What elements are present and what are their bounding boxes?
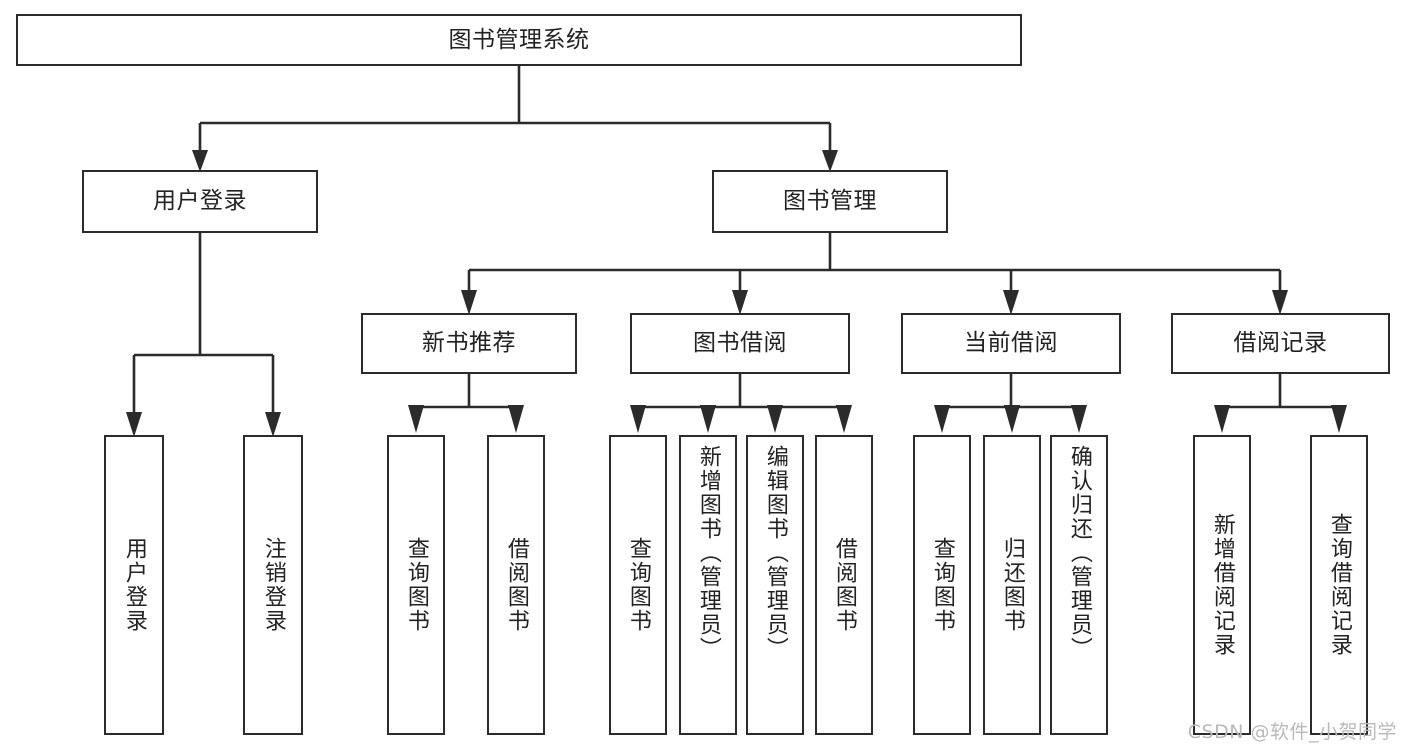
leaf-user-login-label: 用户登录 <box>121 537 147 633</box>
leaf-add-book[interactable]: 新增图书（管理员） <box>679 435 737 735</box>
leaf-edit-book-label: 编辑图书（管理员） <box>762 445 788 661</box>
arrowhead-borrow-record <box>1272 290 1288 315</box>
arrowhead-current-borrow <box>1003 290 1019 315</box>
node-book-borrow-label: 图书借阅 <box>693 330 787 357</box>
leaf-return-book[interactable]: 归还图书 <box>983 435 1041 735</box>
leaf-query-book-1-label: 查询图书 <box>403 537 429 633</box>
arrowhead-leaf-query-borrow-record <box>1331 405 1347 433</box>
leaf-query-borrow-record-label: 查询借阅记录 <box>1326 513 1352 657</box>
arrowhead-leaf-confirm-return <box>1071 405 1087 433</box>
arrowhead-leaf-query-book-2 <box>630 405 646 433</box>
arrowhead-leaf-add-borrow-record <box>1214 405 1230 433</box>
leaf-query-borrow-record[interactable]: 查询借阅记录 <box>1310 435 1368 735</box>
node-new-book-recommend[interactable]: 新书推荐 <box>361 313 577 374</box>
arrowhead-leaf-borrow-book-1 <box>508 405 524 433</box>
arrowhead-leaf-query-book-1 <box>408 405 424 433</box>
leaf-query-book-3[interactable]: 查询图书 <box>913 435 971 735</box>
leaf-query-book-3-label: 查询图书 <box>929 537 955 633</box>
node-user-login-label: 用户登录 <box>153 188 247 215</box>
leaf-confirm-return-label: 确认归还（管理员） <box>1066 445 1092 661</box>
arrowhead-book-manage <box>822 150 838 172</box>
arrowhead-leaf-add-book <box>700 405 716 433</box>
leaf-logout-login[interactable]: 注销登录 <box>243 435 303 735</box>
arrowhead-leaf-logout-login <box>265 412 281 437</box>
node-root[interactable]: 图书管理系统 <box>16 14 1022 66</box>
leaf-query-book-2-label: 查询图书 <box>625 537 651 633</box>
node-borrow-record-label: 借阅记录 <box>1233 330 1328 357</box>
leaf-add-borrow-record[interactable]: 新增借阅记录 <box>1193 435 1251 735</box>
leaf-logout-login-label: 注销登录 <box>260 537 286 633</box>
leaf-confirm-return[interactable]: 确认归还（管理员） <box>1050 435 1108 735</box>
arrowhead-new-book-recommend <box>461 290 477 315</box>
node-root-label: 图书管理系统 <box>448 26 590 53</box>
node-book-manage-label: 图书管理 <box>783 188 877 215</box>
arrowhead-leaf-user-login <box>126 412 142 437</box>
leaf-borrow-book-2-label: 借阅图书 <box>831 537 857 633</box>
arrowhead-book-borrow <box>732 290 748 315</box>
leaf-return-book-label: 归还图书 <box>999 537 1025 633</box>
node-book-borrow[interactable]: 图书借阅 <box>630 313 850 374</box>
node-user-login[interactable]: 用户登录 <box>82 170 318 233</box>
leaf-add-borrow-record-label: 新增借阅记录 <box>1209 513 1235 657</box>
leaf-user-login[interactable]: 用户登录 <box>104 435 164 735</box>
arrowhead-user-login <box>192 150 208 172</box>
watermark-text: CSDN @软件_小贺同学 <box>1187 721 1397 743</box>
node-book-manage[interactable]: 图书管理 <box>712 170 948 233</box>
node-current-borrow[interactable]: 当前借阅 <box>901 313 1121 374</box>
arrowhead-leaf-return-book <box>1004 405 1020 433</box>
leaf-add-book-label: 新增图书（管理员） <box>695 445 721 661</box>
leaf-edit-book[interactable]: 编辑图书（管理员） <box>746 435 804 735</box>
arrowhead-leaf-edit-book <box>767 405 783 433</box>
node-new-book-recommend-label: 新书推荐 <box>422 330 516 357</box>
node-current-borrow-label: 当前借阅 <box>964 330 1058 357</box>
leaf-borrow-book-1[interactable]: 借阅图书 <box>487 435 545 735</box>
arrowhead-leaf-borrow-book-2 <box>836 405 852 433</box>
arrowhead-leaf-query-book-3 <box>934 405 950 433</box>
node-borrow-record[interactable]: 借阅记录 <box>1171 313 1390 374</box>
leaf-query-book-2[interactable]: 查询图书 <box>609 435 667 735</box>
leaf-borrow-book-1-label: 借阅图书 <box>503 537 529 633</box>
leaf-borrow-book-2[interactable]: 借阅图书 <box>815 435 873 735</box>
leaf-query-book-1[interactable]: 查询图书 <box>387 435 445 735</box>
